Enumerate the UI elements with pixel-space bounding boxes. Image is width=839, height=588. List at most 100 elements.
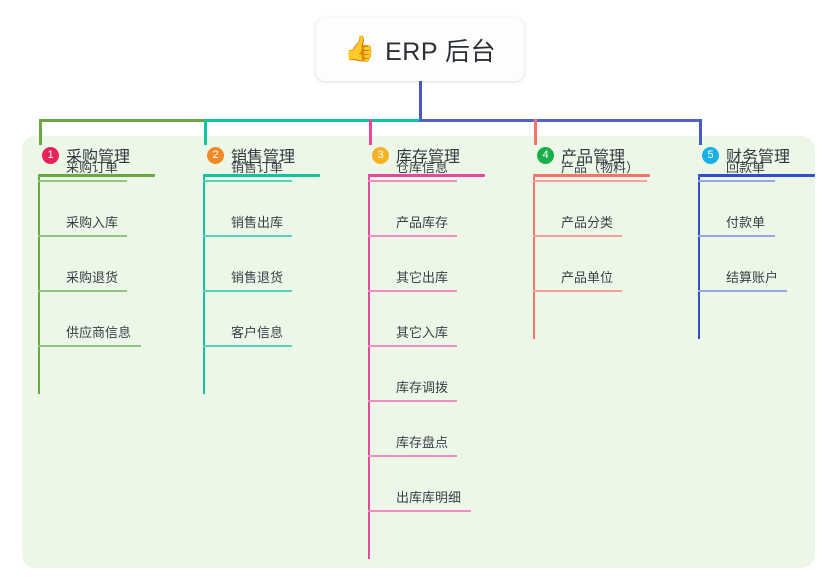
branch-title: 销售管理 bbox=[231, 149, 296, 166]
branch-child-rule bbox=[368, 235, 457, 237]
branch-child-item[interactable]: 结算账户 bbox=[698, 268, 787, 292]
branch-spine bbox=[698, 177, 700, 339]
branch-child-rule bbox=[368, 510, 471, 512]
branch-title: 采购管理 bbox=[66, 149, 131, 166]
branch-child-rule bbox=[698, 290, 787, 292]
branch-child-rule bbox=[203, 345, 292, 347]
branch-spine bbox=[38, 177, 40, 394]
branch-child-rule bbox=[38, 180, 127, 182]
branch-child-label: 采购订单 bbox=[66, 160, 119, 175]
connector-bar-green bbox=[39, 119, 204, 122]
branch-child-rule bbox=[38, 235, 127, 237]
branch-child-rule bbox=[203, 180, 292, 182]
branch-header-rule bbox=[533, 174, 650, 177]
branch-child-label: 产品分类 bbox=[561, 215, 614, 230]
branch-child-label: 采购退货 bbox=[66, 270, 119, 285]
branch-child-rule bbox=[368, 455, 457, 457]
branch-child-item[interactable]: 产品（物料） bbox=[533, 158, 647, 182]
root-node[interactable]: 👍 ERP 后台 bbox=[316, 18, 524, 81]
branch-child-rule bbox=[368, 180, 457, 182]
branch-column-2: 2 销售管理销售订单销售出库销售退货客户信息 bbox=[203, 143, 320, 394]
branch-child-item[interactable]: 客户信息 bbox=[203, 323, 292, 347]
branch-child-rule bbox=[203, 290, 292, 292]
branch-spine bbox=[533, 177, 535, 339]
connector-drop-2 bbox=[204, 119, 207, 145]
branch-child-item[interactable]: 付款单 bbox=[698, 213, 775, 237]
branch-title: 库存管理 bbox=[396, 149, 461, 166]
branch-spine bbox=[203, 177, 205, 394]
connector-drop-1 bbox=[39, 119, 42, 145]
branch-child-label: 出库库明细 bbox=[396, 490, 462, 505]
branch-child-item[interactable]: 产品库存 bbox=[368, 213, 457, 237]
branch-child-label: 库存调拨 bbox=[396, 380, 449, 395]
branch-child-rule bbox=[698, 180, 775, 182]
branch-child-label: 其它入库 bbox=[396, 325, 449, 340]
branch-child-rule bbox=[368, 345, 457, 347]
branch-header-rule bbox=[38, 174, 155, 177]
branch-child-rule bbox=[38, 290, 127, 292]
branch-number-badge: 2 bbox=[207, 146, 224, 164]
branch-child-label: 产品库存 bbox=[396, 215, 449, 230]
branch-header-rule bbox=[368, 174, 485, 177]
branch-child-rule bbox=[533, 180, 647, 182]
branch-child-rule bbox=[698, 235, 775, 237]
branch-child-item[interactable]: 产品单位 bbox=[533, 268, 622, 292]
branch-child-label: 客户信息 bbox=[231, 325, 284, 340]
branch-child-item[interactable]: 销售出库 bbox=[203, 213, 292, 237]
branch-child-item[interactable]: 出库库明细 bbox=[368, 488, 471, 512]
branch-child-label: 产品单位 bbox=[561, 270, 614, 285]
branch-child-rule bbox=[38, 345, 141, 347]
root-node-label: ERP 后台 bbox=[385, 37, 497, 66]
connector-drop-4 bbox=[534, 119, 537, 145]
branch-child-item[interactable]: 其它出库 bbox=[368, 268, 457, 292]
branch-child-item[interactable]: 产品分类 bbox=[533, 213, 622, 237]
branch-child-label: 产品（物料） bbox=[561, 160, 640, 175]
branch-child-item[interactable]: 回款单 bbox=[698, 158, 775, 182]
branch-child-label: 销售订单 bbox=[231, 160, 284, 175]
branch-child-rule bbox=[203, 235, 292, 237]
branch-child-label: 采购入库 bbox=[66, 215, 119, 230]
branch-header-rule bbox=[698, 174, 815, 177]
branch-child-item[interactable]: 库存盘点 bbox=[368, 433, 457, 457]
branch-child-item[interactable]: 仓库信息 bbox=[368, 158, 457, 182]
branch-column-5: 5 财务管理回款单付款单结算账户 bbox=[698, 143, 815, 339]
branch-title: 财务管理 bbox=[726, 149, 791, 166]
branch-child-item[interactable]: 销售退货 bbox=[203, 268, 292, 292]
branch-child-item[interactable]: 供应商信息 bbox=[38, 323, 141, 347]
root-stem bbox=[419, 81, 422, 122]
branch-child-rule bbox=[368, 290, 457, 292]
connector-drop-5 bbox=[699, 119, 702, 145]
branch-child-label: 回款单 bbox=[726, 160, 766, 175]
thumbs-up-emoji: 👍 bbox=[343, 35, 376, 63]
branch-child-label: 结算账户 bbox=[726, 270, 779, 285]
branch-child-item[interactable]: 采购入库 bbox=[38, 213, 127, 237]
branch-child-rule bbox=[368, 400, 457, 402]
branch-child-label: 销售退货 bbox=[231, 270, 284, 285]
connector-drop-3 bbox=[369, 119, 372, 145]
branch-child-item[interactable]: 采购退货 bbox=[38, 268, 127, 292]
branch-spine bbox=[368, 177, 370, 559]
branch-child-label: 其它出库 bbox=[396, 270, 449, 285]
branch-number-badge: 4 bbox=[537, 146, 554, 164]
branch-header-2[interactable]: 2 销售管理 bbox=[203, 143, 320, 177]
branch-child-item[interactable]: 库存调拨 bbox=[368, 378, 457, 402]
branch-child-label: 仓库信息 bbox=[396, 160, 449, 175]
branch-child-rule bbox=[533, 235, 622, 237]
branch-header-5[interactable]: 5 财务管理 bbox=[698, 143, 815, 177]
branch-child-label: 供应商信息 bbox=[66, 325, 132, 340]
branch-child-label: 销售出库 bbox=[231, 215, 284, 230]
branch-header-rule bbox=[203, 174, 320, 177]
branch-child-label: 付款单 bbox=[726, 215, 766, 230]
branch-child-item[interactable]: 销售订单 bbox=[203, 158, 292, 182]
connector-bar-blue bbox=[419, 119, 702, 122]
branch-child-item[interactable]: 其它入库 bbox=[368, 323, 457, 347]
branch-number-badge: 5 bbox=[702, 146, 719, 164]
branch-child-item[interactable]: 采购订单 bbox=[38, 158, 127, 182]
